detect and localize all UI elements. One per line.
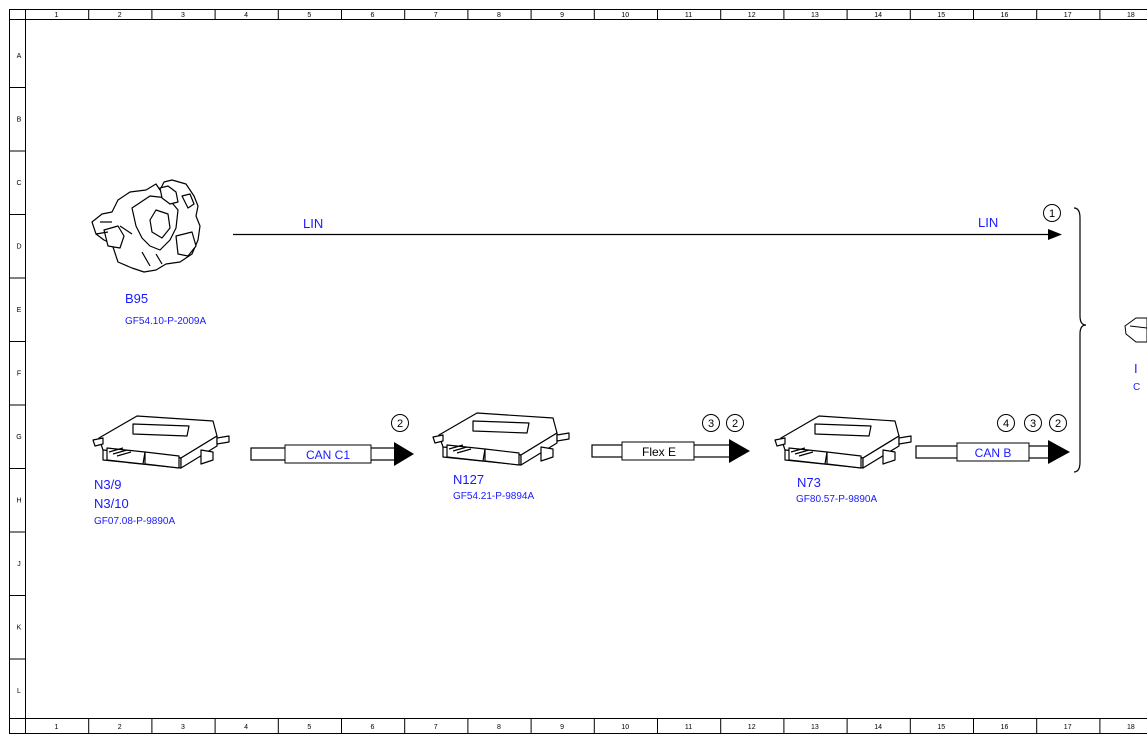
partial-component-icon (1124, 317, 1147, 343)
grid-row-label: E (17, 307, 22, 314)
grid-row-label: G (16, 434, 21, 441)
grid-column-label: 9 (560, 12, 564, 19)
can-c1-arrow: CAN C1 (250, 442, 414, 466)
n3-10-label: N3/10 (94, 496, 129, 511)
bus-brace (1073, 207, 1087, 473)
svg-text:3: 3 (1030, 418, 1036, 430)
grid-row-label: C (16, 180, 21, 187)
lin-label-right: LIN (978, 215, 998, 230)
grid-column-label: 1 (55, 724, 59, 731)
grid-row-label: B (17, 117, 22, 124)
b95-ref: GF54.10-P-2009A (125, 316, 206, 327)
grid-column-label: 8 (497, 12, 501, 19)
grid-row-label: D (16, 244, 21, 251)
grid-column-label: 10 (621, 12, 629, 19)
flex-e-arrow: Flex E (591, 439, 750, 463)
grid-column-label: 17 (1064, 724, 1072, 731)
grid-row-ticks: A B C D E F G H J K L (9, 53, 26, 695)
n127-control-unit-icon (432, 412, 570, 466)
partial-ref-fragment: C (1133, 382, 1140, 393)
svg-text:2: 2 (1055, 418, 1061, 430)
grid-column-label: 2 (118, 12, 122, 19)
marker-1: 1 (1043, 204, 1061, 222)
grid-row-label: L (17, 688, 21, 695)
n73-control-unit-icon (774, 415, 912, 469)
grid-column-label: 18 (1127, 12, 1135, 19)
grid-row-label: F (17, 371, 21, 378)
n127-ref: GF54.21-P-9894A (453, 491, 534, 502)
n3-control-unit-icon (92, 415, 230, 469)
svg-text:2: 2 (732, 418, 738, 430)
svg-text:3: 3 (708, 418, 714, 430)
lin-label-left: LIN (303, 216, 323, 231)
grid-column-label: 7 (434, 724, 438, 731)
grid-column-label: 3 (181, 12, 185, 19)
grid-column-label: 13 (811, 724, 819, 731)
b95-label: B95 (125, 291, 148, 306)
marker-3-flex-e: 3 (702, 414, 720, 432)
grid-column-label: 5 (307, 12, 311, 19)
grid-column-label: 7 (434, 12, 438, 19)
grid-column-label: 5 (307, 724, 311, 731)
flex-e-label: Flex E (642, 445, 676, 459)
n3-ref: GF07.08-P-9890A (94, 516, 175, 527)
grid-row-label: K (17, 625, 22, 632)
n73-ref: GF80.57-P-9890A (796, 494, 877, 505)
partial-label-fragment: I (1134, 361, 1138, 376)
lin-arrowhead (1048, 229, 1062, 240)
svg-text:2: 2 (397, 418, 403, 430)
n127-label: N127 (453, 472, 484, 487)
grid-column-label: 12 (748, 724, 756, 731)
grid-column-label: 3 (181, 724, 185, 731)
grid-row-label: J (17, 561, 21, 568)
grid-column-label: 10 (621, 724, 629, 731)
grid-column-label: 6 (371, 12, 375, 19)
grid-column-label: 15 (937, 724, 945, 731)
grid-column-label: 8 (497, 724, 501, 731)
marker-2-flex-e: 2 (726, 414, 744, 432)
can-b-arrow: CAN B (915, 440, 1070, 464)
grid-column-label: 14 (874, 12, 882, 19)
grid-column-label: 9 (560, 724, 564, 731)
grid-column-label: 17 (1064, 12, 1072, 19)
can-c1-label: CAN C1 (306, 448, 350, 462)
grid-column-label: 1 (55, 12, 59, 19)
grid-column-label: 4 (244, 12, 248, 19)
marker-2-can-b: 2 (1049, 414, 1067, 432)
grid-column-label: 16 (1001, 724, 1009, 731)
frame (9, 9, 1147, 734)
n73-label: N73 (797, 475, 821, 490)
grid-column-label: 11 (685, 724, 692, 731)
grid-column-label: 14 (874, 724, 882, 731)
grid-column-label: 13 (811, 12, 819, 19)
grid-row-label: A (17, 53, 22, 60)
svg-text:1: 1 (1049, 208, 1055, 220)
grid-column-label: 4 (244, 724, 248, 731)
n3-9-label: N3/9 (94, 477, 121, 492)
grid-column-label: 6 (371, 724, 375, 731)
svg-text:4: 4 (1003, 418, 1009, 430)
marker-2-can-c1: 2 (391, 414, 409, 432)
grid-column-label: 2 (118, 724, 122, 731)
can-b-label: CAN B (975, 446, 1012, 460)
b95-sensor-icon (91, 179, 201, 273)
grid-column-label: 12 (748, 12, 756, 19)
marker-4-can-b: 4 (997, 414, 1015, 432)
grid-row-label: H (16, 498, 21, 505)
grid-column-label: 16 (1001, 12, 1009, 19)
grid-column-label: 11 (685, 12, 692, 19)
grid-column-label: 15 (937, 12, 945, 19)
grid-column-label: 18 (1127, 724, 1135, 731)
marker-3-can-b: 3 (1024, 414, 1042, 432)
